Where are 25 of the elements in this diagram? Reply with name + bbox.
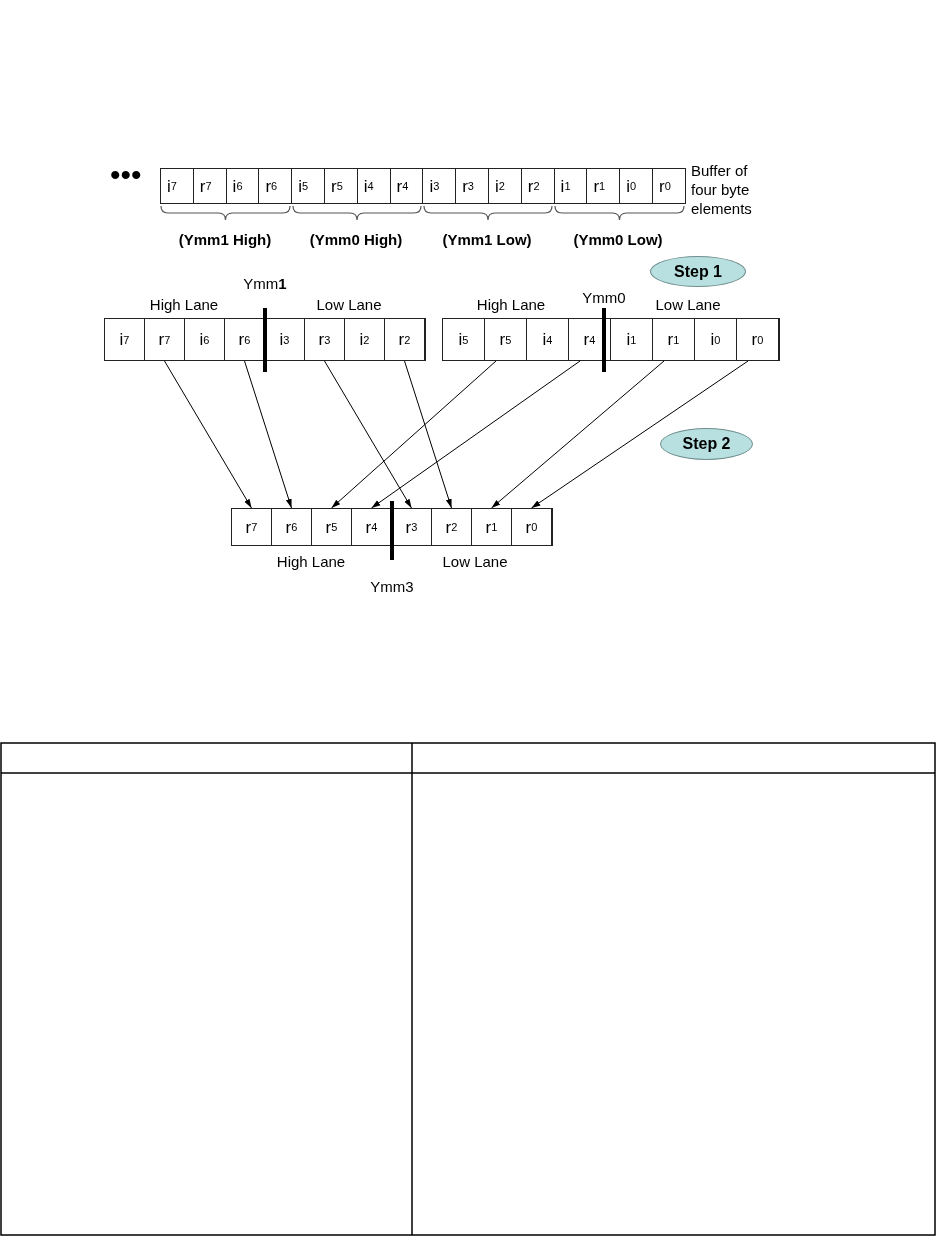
register-label: Ymm3 <box>370 579 414 596</box>
arrow <box>491 360 665 509</box>
arrow <box>404 360 452 509</box>
brace-label: (Ymm1 High) <box>178 231 272 249</box>
lane-label: High Lane <box>476 296 546 314</box>
arrow <box>164 360 252 509</box>
arrow <box>531 360 749 509</box>
register-label: Ymm1 <box>243 276 287 293</box>
step-ellipse: Step 1 <box>650 256 746 287</box>
step-ellipse: Step 2 <box>660 428 753 460</box>
arrow <box>324 360 412 509</box>
buffer-note: Buffer of four byte elements <box>691 161 753 218</box>
continuation-dots: ••• <box>110 158 142 193</box>
lane-label: High Lane <box>149 296 219 314</box>
lane-label: High Lane <box>276 553 346 571</box>
register-label: Ymm0 <box>582 290 626 307</box>
arrow <box>244 360 292 509</box>
brace-label: (Ymm0 High) <box>309 231 403 249</box>
brace-label: (Ymm1 Low) <box>442 231 532 249</box>
arrow <box>331 360 497 509</box>
lane-label: Low Lane <box>316 296 382 314</box>
brace-label: (Ymm0 Low) <box>573 231 663 249</box>
lane-label: Low Lane <box>442 553 508 571</box>
lane-label: Low Lane <box>655 296 721 314</box>
arrow <box>371 360 581 509</box>
